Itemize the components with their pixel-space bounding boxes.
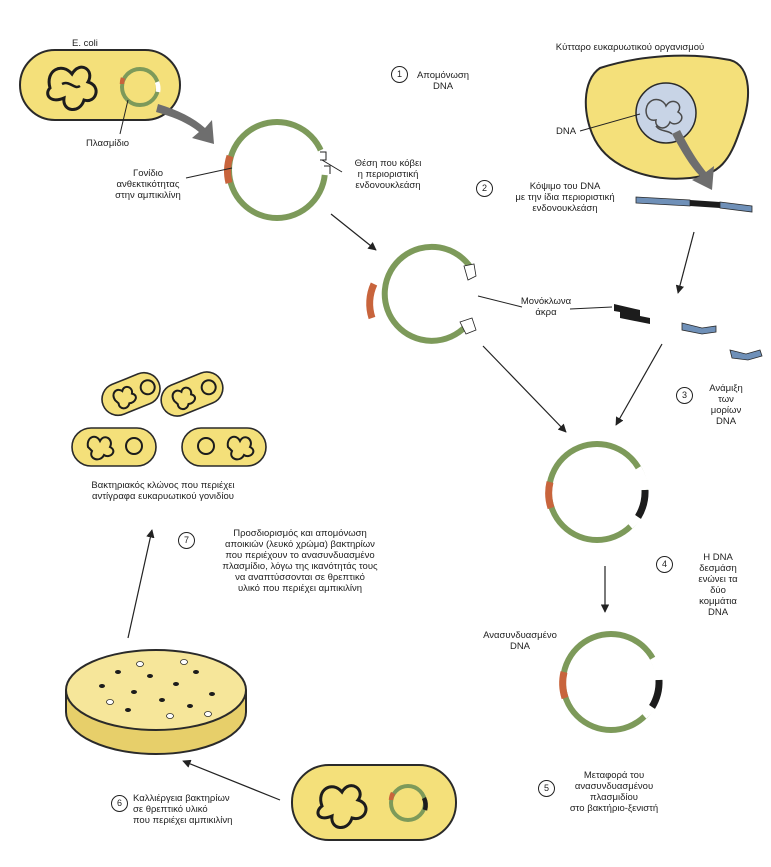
bacterial-clone-cells	[71, 371, 267, 467]
petri-dish	[65, 649, 247, 755]
step-3-text: Ανάμιξη των μορίων DNA	[709, 383, 743, 427]
ecoli-cell	[19, 49, 181, 121]
plasmid-label: Πλασμίδιο	[86, 138, 130, 149]
host-bacterium	[291, 764, 457, 841]
gene-fragment	[614, 304, 650, 324]
dna-label: DNA	[556, 126, 577, 137]
step-6-text: Καλλιέργεια βακτηρίων σε θρεπτικό υλικό …	[133, 793, 233, 826]
step-5-number: 5	[538, 780, 555, 797]
step-2-number: 2	[476, 180, 493, 197]
dna-fragments-blue	[681, 322, 763, 361]
step-6-number: 6	[111, 795, 128, 812]
arrow-plasmid-to-mix	[482, 345, 567, 433]
step-2-text: Κόψιμο του DNA με την ίδια περιοριστική …	[515, 181, 615, 214]
sticky-ends-label: Μονόκλωνα άκρα	[520, 296, 572, 318]
arrow-to-clones	[127, 529, 155, 639]
clone-label: Βακτηριακός κλώνος που περιέχει αντίγραφ…	[91, 480, 235, 502]
ligated-plasmid	[545, 441, 649, 543]
eukaryotic-cell-label: Κύτταρο ευκαρυωτικού οργανισμού	[555, 42, 705, 53]
amp-gene-label: Γονίδιο ανθεκτικότητας στην αμπικιλίνη	[115, 168, 181, 201]
amp-gene-pointer	[185, 167, 233, 179]
step-7-text: Προσδιορισμός και απομόνωση αποικιών (λε…	[222, 528, 378, 594]
arrow-to-dish	[182, 759, 281, 801]
recombinant-plasmid	[559, 631, 663, 733]
step-3-number: 3	[676, 387, 693, 404]
eukaryotic-cell	[584, 54, 749, 180]
plasmid-pointer	[119, 99, 129, 135]
step-4-number: 4	[656, 556, 673, 573]
cut-site-pointer	[321, 159, 343, 173]
cut-site-label: Θέση που κόβει η περιοριστική ενδονουκλε…	[354, 158, 422, 191]
ecoli-label: E. coli	[72, 38, 98, 49]
cut-arrow	[672, 130, 714, 190]
step-1-number: 1	[391, 66, 408, 83]
isolated-plasmid	[224, 119, 331, 221]
step-5-text: Μεταφορά του ανασυνδυασμένου πλασμιδίου …	[569, 770, 659, 814]
open-plasmid	[366, 243, 477, 344]
sticky-pointer	[477, 295, 523, 308]
step-4-text: Η DNA δεσμάση ενώνει τα δύο κομμάτια DNA	[698, 552, 738, 618]
recombinant-dna-label: Ανασυνδυασμένο DNA	[483, 630, 557, 652]
arrow-to-open-plasmid	[330, 213, 377, 251]
arrow-to-gene	[675, 231, 695, 294]
step-7-number: 7	[178, 532, 195, 549]
arrow-gene-to-mix	[615, 343, 663, 426]
step-1-text: Απομόνωση DNA	[416, 70, 470, 92]
dna-pointer	[579, 113, 641, 132]
eukaryotic-dna-linear	[635, 196, 753, 213]
isolation-arrow	[156, 104, 214, 144]
